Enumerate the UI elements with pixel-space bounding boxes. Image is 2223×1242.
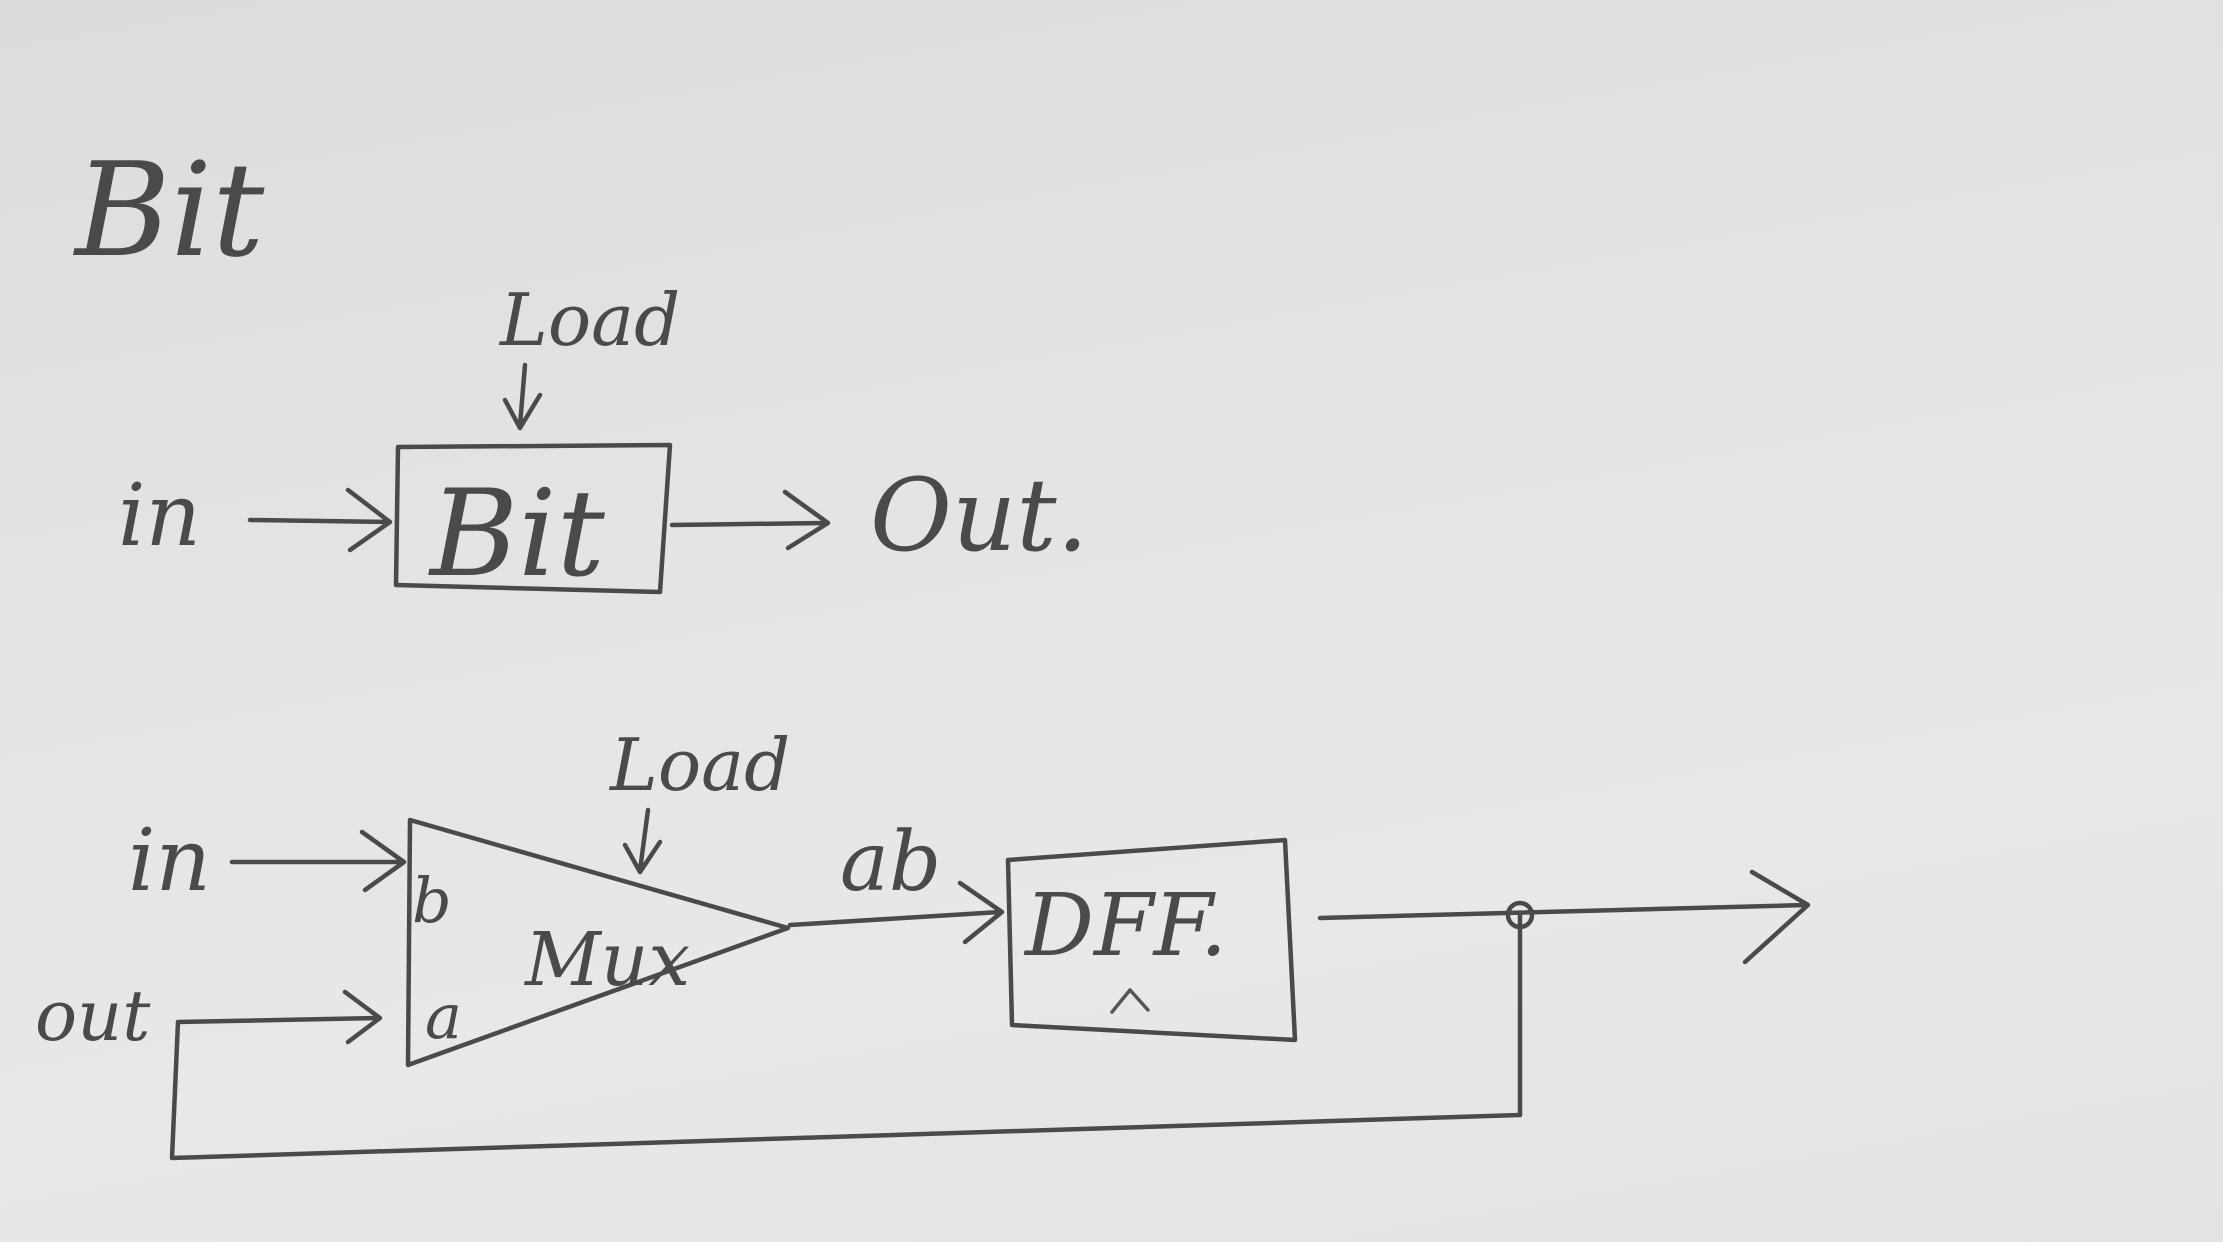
ab-wire-label: ab: [840, 815, 941, 910]
feedback-arrow-head: [342, 989, 383, 1045]
feedback-wire: [169, 912, 1523, 1161]
top-load-label: Load: [498, 278, 680, 362]
mux-in-label: in: [128, 811, 211, 911]
top-in-arrow: [247, 487, 393, 553]
dff-label: DFF.: [1023, 876, 1227, 976]
mux-label: Mux: [523, 917, 690, 1003]
ab-wire-arrow: [787, 880, 1005, 945]
dff-clock-symbol: [1110, 988, 1150, 1014]
mux-triangle: [405, 817, 791, 1068]
diagram-title: Bit: [73, 134, 265, 286]
output-arrow: [1317, 869, 1811, 965]
mux-input-a-label: a: [425, 980, 462, 1053]
bit-chip-label: Bit: [428, 465, 606, 604]
mux-input-b-label: b: [412, 864, 452, 937]
mux-load-label: Load: [608, 723, 790, 807]
mux-in-arrow: [229, 829, 407, 893]
top-load-arrow: [502, 362, 543, 431]
bit-chip-box: [393, 442, 673, 595]
top-out-label: Out.: [870, 457, 1088, 574]
dff-box: [1005, 837, 1298, 1043]
top-in-label: in: [118, 466, 201, 566]
top-out-arrow: [669, 489, 831, 551]
mux-load-arrow: [622, 807, 663, 875]
mux-out-label: out: [35, 975, 151, 1057]
junction-node: [1505, 900, 1535, 930]
